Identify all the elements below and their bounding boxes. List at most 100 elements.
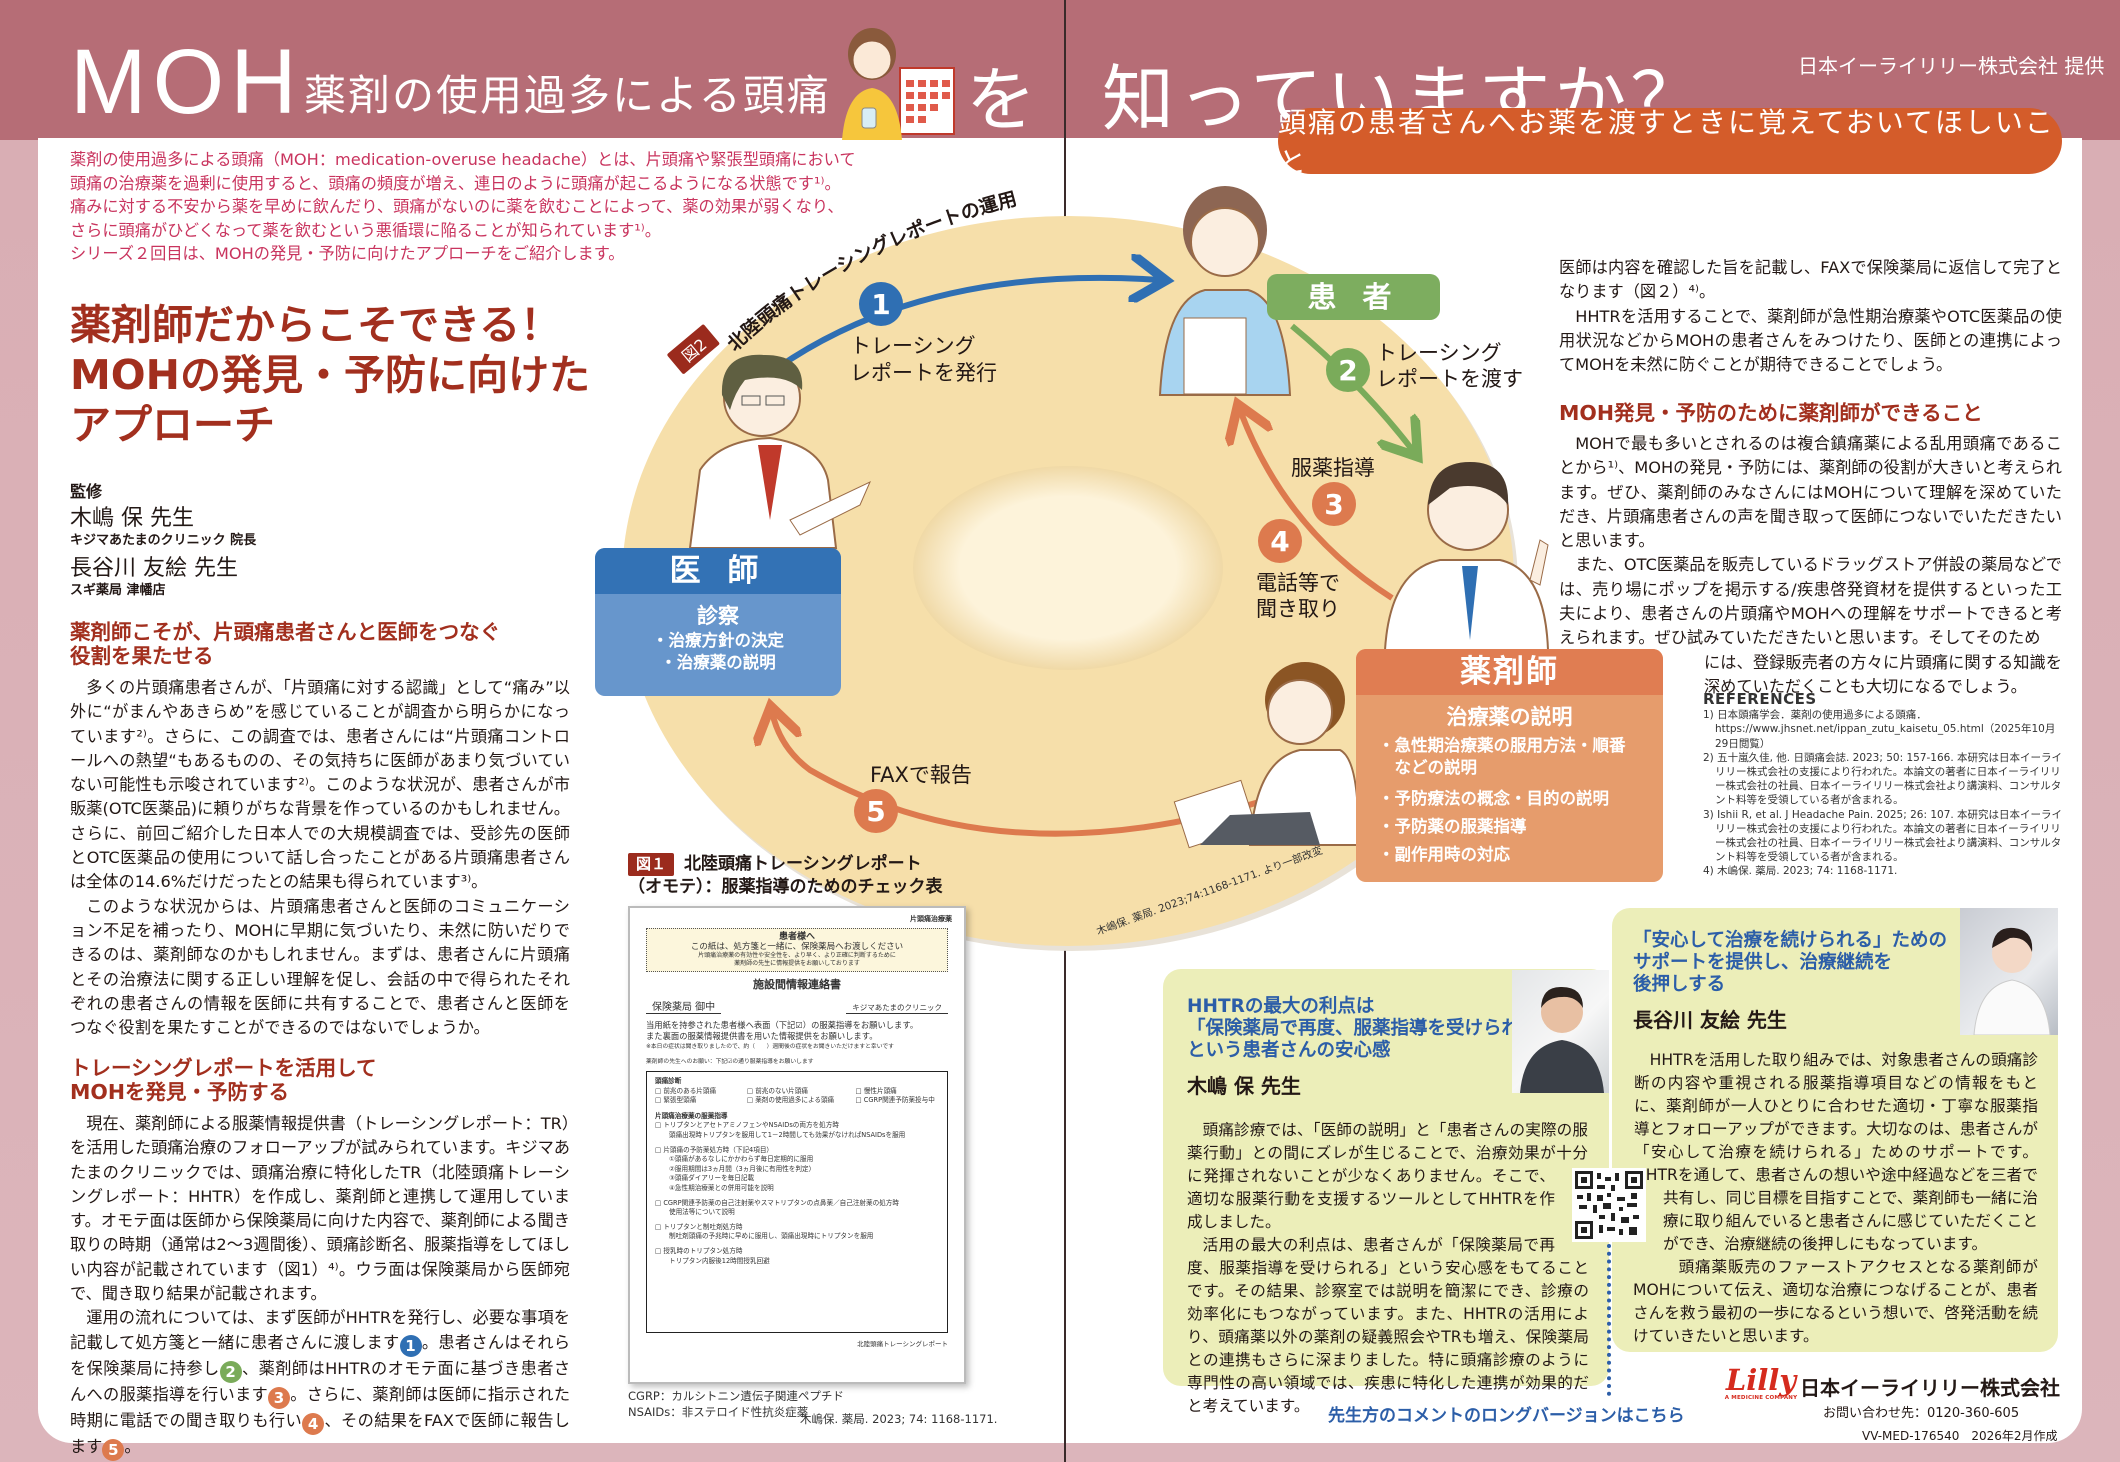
- article-title: 薬剤師だからこそできる！ MOHの発見・予防に向けた アプローチ: [70, 300, 590, 450]
- checkbox-detail: 頭痛出現時トリプタンを服用して1－2時間しても効果がなければNSAIDsを服用: [669, 1130, 906, 1139]
- patient-label: 患 者: [1307, 280, 1400, 314]
- doctor-illustration: [688, 354, 871, 549]
- notice-sub: 薬剤師の先生に情報提供をお願いしております: [734, 960, 860, 967]
- checkbox-detail: ③頭痛ダイアリーを毎日記載: [669, 1174, 755, 1183]
- text-segment: 、その結果をFAXで医師に報告します: [70, 1410, 570, 1456]
- pharmacist-sub: 治療薬の説明: [1446, 705, 1573, 729]
- report-from: キジマあたまのクリニック: [846, 1002, 948, 1014]
- diag-title: 頭痛診断: [655, 1077, 682, 1085]
- checkbox-item: □ 前兆のない片頭痛: [746, 1086, 808, 1095]
- heading-line: 薬剤師こそが、片頭痛患者さんと医師をつなぐ: [70, 620, 501, 644]
- paragraph: このような状況からは、片頭痛患者さんと医師のコミュニケーション不足を補ったり、M…: [70, 896, 570, 1038]
- qr-code[interactable]: [1572, 1168, 1646, 1242]
- long-version-link[interactable]: 先生方のコメントのロングバージョンはこちら: [1328, 1406, 1685, 1426]
- notice-main: この紙は、処方箋と一緒に、保険薬局へお渡しください: [690, 942, 904, 952]
- checkbox-detail: トリプタン内服後12時間授乳回避: [669, 1256, 770, 1265]
- paragraph: また、OTC医薬品を販売しているドラッグストア併設の薬局などでは、売り場にポップ…: [1559, 555, 2062, 648]
- lilly-logo-text: Lilly: [1725, 1363, 1797, 1397]
- text-segment: 運用の流れについては、まず医師がHHTRを発行し、必要な事項を記載して処方箋と一…: [70, 1308, 570, 1352]
- intro-line: さらに頭痛がひどくなって薬を飲むという悪循環に陥ることが知られています¹⁾。: [70, 220, 661, 240]
- step-4-label: 聞き取り: [1256, 597, 1340, 621]
- figure1-citation: 木嶋保. 薬局. 2023; 74: 1168-1171.: [800, 1412, 998, 1426]
- reference-item: 4) 木嶋保. 薬局. 2023; 74: 1168-1171.: [1703, 865, 1898, 878]
- pharmacist-item: などの説明: [1378, 758, 1478, 777]
- title-line: 「安心して治療を続けられる」ための: [1633, 930, 1947, 951]
- step-number: 1: [871, 288, 890, 321]
- tracing-report-image: 片頭痛治療薬 患者様へ この紙は、処方箋と一緒に、保険薬局へお渡しください 片頭…: [628, 906, 966, 1384]
- checkbox-item: □ 授乳時のトリプタン処方時: [655, 1246, 743, 1255]
- checkbox-detail: 制吐剤頭痛の予兆時に早めに服用し、頭痛出現時にトリプタンを服用: [669, 1232, 874, 1241]
- heading-line: MOHを発見・予防する: [70, 1080, 289, 1104]
- paragraph: 医師は内容を確認した旨を記載し、FAXで保険薬局に返信して完了となります（図２）…: [1559, 258, 2062, 302]
- title-line: アプローチ: [70, 401, 275, 449]
- text-segment: 。患者さんはそれらを保険薬局に持参し: [70, 1332, 571, 1378]
- report-notice: 患者様へ この紙は、処方箋と一緒に、保険薬局へお渡しください 片頭痛治療薬の有効…: [646, 928, 948, 972]
- subtitle-banner: 頭痛の患者さんへお薬を渡すときに覚えておいてほしいこと: [1278, 106, 2062, 179]
- reference-item: 2) 五十嵐久佳, 他. 日頭痛会誌. 2023; 50: 157-166. 本…: [1703, 751, 2063, 807]
- heading-line: トレーシングレポートを活用して: [70, 1056, 377, 1080]
- section1-body: 多くの片頭痛患者さんが、「片頭痛に対する認識」として“痛み”以外に“がまんやあき…: [70, 676, 570, 1040]
- text-segment: 。さらに、薬剤師は医師に指示された時期に電話での聞き取りも行い: [70, 1384, 571, 1430]
- paragraph: 頭痛診療では、「医師の説明」と「患者さんの実際の服薬行動」との間にズレが生じるこ…: [1187, 1121, 1588, 1231]
- paragraph: HHTRを活用した取り組みでは、対象患者さんの頭痛診断の内容や重視される服薬指導…: [1634, 1051, 2038, 1253]
- right-body: MOHで最も多いとされるのは複合鎮痛薬による乱用頭痛であることから¹⁾、MOHの…: [1559, 432, 2062, 699]
- patient-role-box: 患 者: [1267, 274, 1440, 320]
- supervisor-name: 木嶋 保 先生: [70, 506, 194, 531]
- lilly-logo-tagline: A MEDICINE COMPANY: [1724, 1395, 1798, 1401]
- kijima-photo: [1512, 970, 1609, 1093]
- report-request: また裏面の服薬情報提供書を用いた情報提供をお願いします。: [646, 1031, 878, 1041]
- paragraph: HHTRを活用することで、薬剤師が急性期治療薬やOTC医薬品の使用状況などからM…: [1559, 306, 2062, 375]
- report-footer: 北陸頭痛トレーシングレポート: [857, 1340, 948, 1348]
- step-4-label: 電話等で: [1256, 571, 1340, 595]
- checkbox-detail: 使用法等について説明: [669, 1208, 735, 1217]
- step-number: 2: [1338, 354, 1357, 387]
- supervisor-affiliation: スギ薬局 津幡店: [70, 583, 166, 598]
- paragraph-flow: 運用の流れについては、まず医師がHHTRを発行し、必要な事項を記載して処方箋と一…: [70, 1306, 571, 1461]
- headache-woman-calendar-illustration: [842, 28, 955, 140]
- intro-line: 頭痛の治療薬を過剰に使用すると、頭痛の頻度が増え、連日のように頭痛が起こるように…: [70, 173, 841, 193]
- step-1-circle: 1: [859, 282, 903, 326]
- title-line: 後押しする: [1633, 974, 1726, 995]
- checkbox-item: □ トリプタンと制吐剤処方時: [655, 1222, 743, 1231]
- title-line: MOHの発見・予防に向けた: [70, 351, 590, 399]
- doctor-item: ・治療薬の説明: [660, 653, 776, 672]
- abbrev-note: NSAIDs：非ステロイド性抗炎症薬: [628, 1405, 809, 1419]
- reference-item: 3) Ishii R, et al. J Headache Pain. 2025…: [1703, 808, 2063, 864]
- report-checklist: 頭痛診断 □ 前兆のある片頭痛 □ 前兆のない片頭痛 □ 慢性片頭痛 □ 緊張型頭痛…: [646, 1071, 948, 1333]
- doctor-label: 医 師: [595, 548, 841, 594]
- section2-heading: トレーシングレポートを活用して MOHを発見・予防する: [70, 1056, 376, 1104]
- checkbox-item: □ CGRP関連予防薬投与中: [855, 1096, 935, 1105]
- diagram-inner-ellipse: [913, 466, 1223, 670]
- doctor-role-box: 医 師 診察 ・治療方針の決定 ・治療薬の説明: [595, 548, 841, 696]
- checkbox-item: □ 薬剤の使用過多による頭痛: [746, 1096, 835, 1105]
- step-number: 5: [866, 795, 885, 828]
- comment-body: 頭痛診療では、「医師の説明」と「患者さんの実際の服薬行動」との間にズレが生じるこ…: [1187, 1119, 1589, 1418]
- checkbox-detail: ①頭痛があるなしにかかわらず毎日定期的に服用: [669, 1155, 814, 1164]
- step-2-label: レポートを渡す: [1376, 367, 1523, 391]
- pharmacist-item: ・急性期治療薬の服用方法・順番: [1378, 736, 1626, 755]
- header-subtitle: 薬剤の使用過多による頭痛: [304, 71, 831, 120]
- header-provider: 日本イーライリリー株式会社 提供: [1798, 54, 2105, 78]
- report-to: 保険薬局 御中: [646, 998, 722, 1014]
- abbrev-note: CGRP：カルシトニン遺伝子関連ペプチド: [628, 1389, 844, 1403]
- arrow-step-3: [1240, 410, 1394, 601]
- header-moh: MOH: [70, 31, 303, 133]
- company-name: 日本イーライリリー株式会社: [1800, 1376, 2060, 1400]
- step-4-marker: 4: [302, 1412, 325, 1435]
- text-segment: 。: [124, 1436, 141, 1456]
- supervision-label: 監修: [70, 482, 103, 501]
- title-line: 「保険薬局で再度、服薬指導を受けられる」: [1187, 1018, 1558, 1039]
- checkbox-item: □ 前兆のある片頭痛: [655, 1086, 717, 1095]
- paragraph: 現在、薬剤師による服薬情報提供書（トレーシングレポート：TR）を活用した頭痛治療…: [70, 1114, 570, 1304]
- paragraph: 活用の最大の利点は、患者さんが「保険薬局で再度、服薬指導を受けられる」という安心…: [1187, 1236, 1589, 1415]
- pharmacist-label: 薬剤師: [1356, 649, 1663, 695]
- commenter-name: 長谷川 友絵 先生: [1633, 1008, 1787, 1032]
- checkbox-item: □ 慢性片頭痛: [855, 1086, 897, 1095]
- checkbox-item: □ 緊張型頭痛: [655, 1096, 697, 1105]
- figure1-title: 北陸頭痛トレーシングレポート: [684, 854, 922, 874]
- patient-illustration: [1158, 186, 1292, 396]
- section2-body: 現在、薬剤師による服薬情報提供書（トレーシングレポート：TR）を活用した頭痛治療…: [70, 1112, 570, 1461]
- supervisor-name: 長谷川 友絵 先生: [70, 556, 238, 581]
